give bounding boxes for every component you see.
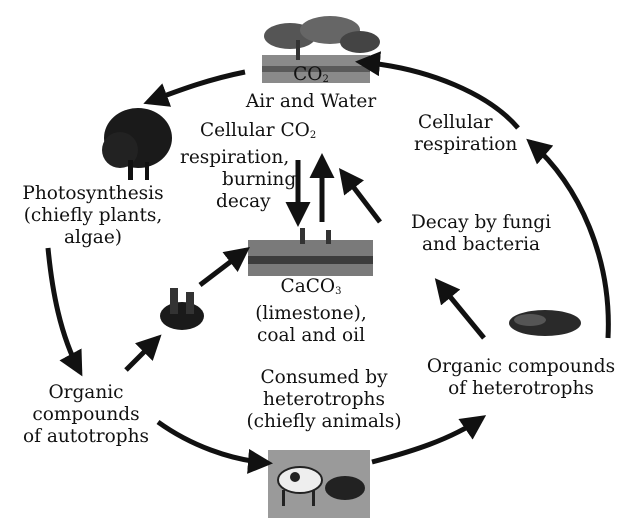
cellular-co2-label: Cellular CO2 respiration, burning, decay xyxy=(176,120,336,213)
consumed-line2: heterotrophs xyxy=(226,389,422,411)
autotrophs-line1: Organic xyxy=(6,382,166,404)
atmosphere-label: CO2 Air and Water xyxy=(236,64,386,113)
photosynthesis-line3: algae) xyxy=(4,227,182,249)
consumed-line3: (chiefly animals) xyxy=(226,411,422,433)
autotrophs-label: Organic compounds of autotrophs xyxy=(6,382,166,448)
limestone-label: CaCO3 (limestone), coal and oil xyxy=(236,276,386,347)
cellular-co2-line1: Cellular CO2 xyxy=(176,120,336,147)
limestone-line2: (limestone), xyxy=(236,303,386,325)
arrow-decay-to-atmosphere xyxy=(342,172,380,222)
cellular-co2-line2: respiration, xyxy=(176,147,336,169)
atmosphere-formula: CO2 xyxy=(236,64,386,91)
decay-label: Decay by fungi and bacteria xyxy=(396,212,566,256)
cows-picture xyxy=(268,450,370,518)
decay-line1: Decay by fungi xyxy=(396,212,566,234)
atmosphere-line2: Air and Water xyxy=(236,91,386,113)
limestone-picture xyxy=(248,228,373,276)
decay-line2: and bacteria xyxy=(396,234,566,256)
limestone-formula: CaCO3 xyxy=(236,276,386,303)
heterotrophs-line1: Organic compounds xyxy=(414,356,628,378)
arrow-atmosphere-to-trees xyxy=(148,72,245,102)
cellular-respiration-right-line1: Cellular xyxy=(414,112,524,134)
trees-picture xyxy=(102,108,172,180)
arrow-heterotrophs-to-decay xyxy=(438,282,484,338)
autotrophs-line3: of autotrophs xyxy=(6,426,166,448)
decay-log-picture xyxy=(509,310,581,336)
cellular-respiration-right-line2: respiration xyxy=(414,134,524,156)
photosynthesis-label: Photosynthesis (chiefly plants, algae) xyxy=(4,183,182,249)
photosynthesis-line1: Photosynthesis xyxy=(4,183,182,205)
cellular-respiration-right-label: Cellular respiration xyxy=(414,112,524,156)
limestone-line3: coal and oil xyxy=(236,325,386,347)
cellular-co2-line3: burning, xyxy=(176,169,336,191)
photosynthesis-line2: (chiefly plants, xyxy=(4,205,182,227)
heterotrophs-line2: of heterotrophs xyxy=(414,378,628,400)
consumed-label: Consumed by heterotrophs (chiefly animal… xyxy=(226,367,422,433)
cellular-co2-line4: decay xyxy=(176,191,336,213)
autotrophs-line2: compounds xyxy=(6,404,166,426)
heterotrophs-label: Organic compounds of heterotrophs xyxy=(414,356,628,400)
consumed-line1: Consumed by xyxy=(226,367,422,389)
plant-picture xyxy=(160,288,204,330)
arrow-photosynthesis-to-autotrophs xyxy=(48,248,80,372)
arrow-autotrophs-to-plant xyxy=(126,338,158,370)
